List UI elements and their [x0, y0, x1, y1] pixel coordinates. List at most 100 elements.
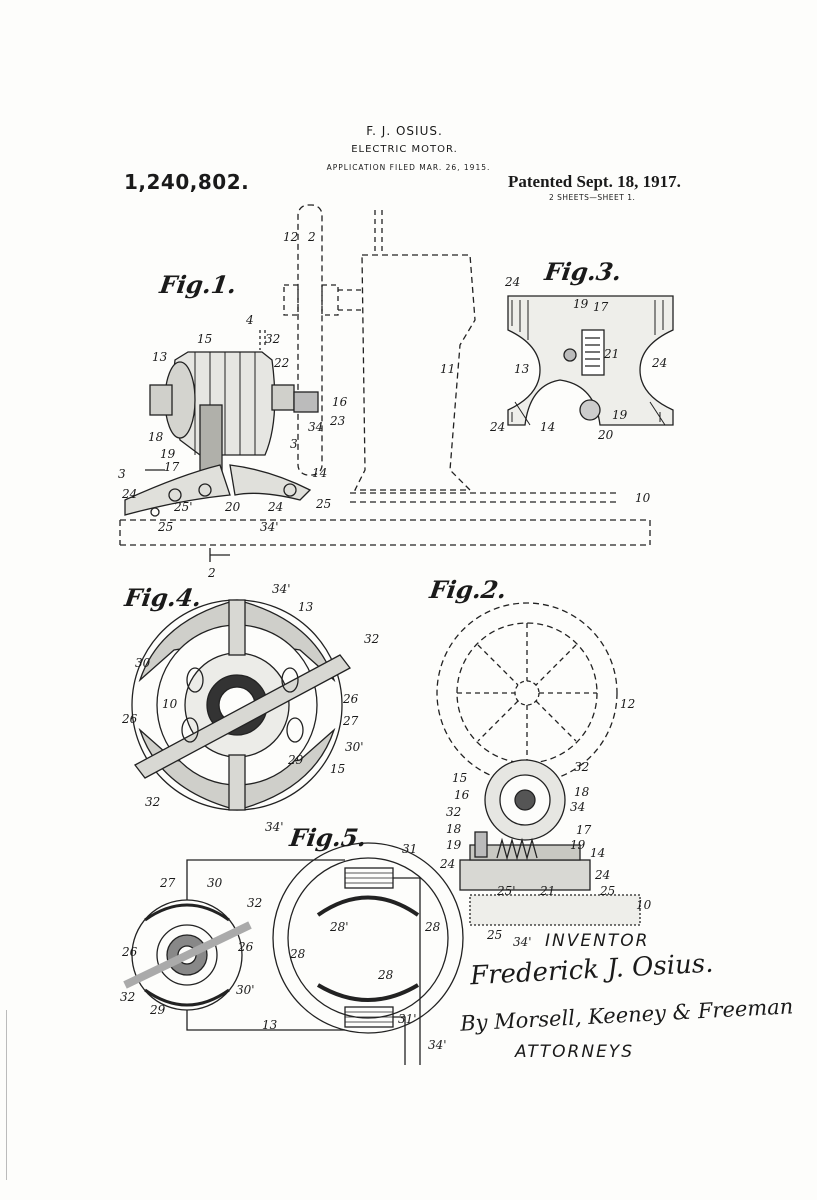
- ref-numeral: 17: [576, 823, 592, 837]
- ref-numeral: 16: [454, 788, 470, 802]
- ref-numeral: 3: [118, 467, 126, 481]
- ref-numeral: 19: [573, 297, 589, 311]
- ref-numeral: 22: [274, 356, 290, 370]
- ref-numeral: 24: [268, 500, 284, 514]
- ref-numeral: 25: [158, 520, 174, 534]
- ref-numeral: 10: [636, 898, 652, 912]
- ref-numeral: 30': [236, 983, 255, 997]
- ref-numeral: 3: [290, 437, 298, 451]
- ref-numeral: 34: [570, 800, 586, 814]
- fig5-label: Fig.5.: [287, 823, 369, 852]
- ref-numeral: 12: [620, 697, 636, 711]
- ref-numeral: 18: [148, 430, 164, 444]
- ref-numeral: 26: [122, 945, 138, 959]
- ref-numeral: 28: [290, 947, 306, 961]
- ref-numeral: 14: [540, 420, 556, 434]
- ref-numeral: 25': [497, 884, 516, 898]
- ref-numeral: 20: [598, 428, 614, 442]
- ref-numeral: 23: [330, 414, 346, 428]
- patent-number: 1,240,802.: [124, 170, 250, 194]
- ref-numeral: 28': [330, 920, 349, 934]
- attorneys-label: ATTORNEYS: [515, 1042, 634, 1062]
- ref-numeral: 34: [308, 420, 324, 434]
- ref-numeral: 30: [207, 876, 223, 890]
- patented-date: Patented Sept. 18, 1917.: [508, 172, 681, 191]
- ref-numeral: 34': [513, 935, 532, 949]
- ref-numeral: 31': [398, 1012, 417, 1026]
- fig3-label: Fig.3.: [542, 257, 624, 286]
- ref-numeral: 32: [145, 795, 161, 809]
- ref-numeral: 30: [135, 656, 151, 670]
- patent-title: ELECTRIC MOTOR.: [351, 144, 458, 155]
- ref-numeral: 19: [446, 838, 462, 852]
- fig4-drawing: [131, 599, 351, 811]
- fig4-label: Fig.4.: [122, 583, 204, 612]
- ref-numeral: 32: [574, 760, 590, 774]
- ref-numeral: 15: [197, 332, 213, 346]
- ref-numeral: 13: [514, 362, 530, 376]
- ref-numeral: 16: [332, 395, 348, 409]
- ref-numeral: 11: [440, 362, 456, 376]
- ref-numeral: 31: [402, 842, 418, 856]
- ref-numeral: 25: [600, 884, 616, 898]
- ref-numeral: 28: [378, 968, 394, 982]
- ref-numeral: 29: [150, 1003, 166, 1017]
- application-date: APPLICATION FILED MAR. 26, 1915.: [326, 163, 491, 172]
- ref-numeral: 24: [652, 356, 668, 370]
- ref-numeral: 32: [446, 805, 462, 819]
- ref-numeral: 34': [260, 520, 279, 534]
- ref-numeral: 27: [343, 714, 359, 728]
- ref-numeral: 15: [452, 771, 468, 785]
- ref-numeral: 34': [265, 820, 284, 834]
- inventor-name: F. J. OSIUS.: [366, 124, 443, 138]
- ref-numeral: 28: [425, 920, 441, 934]
- fig1-drawing: [119, 204, 651, 562]
- ref-numeral: 10: [635, 491, 651, 505]
- ref-numeral: 27: [160, 876, 176, 890]
- fig3-drawing: [507, 295, 674, 426]
- ref-numeral: 19: [570, 838, 586, 852]
- ref-numeral: 13: [152, 350, 168, 364]
- ref-numeral: 13: [298, 600, 314, 614]
- ref-numeral: 26: [238, 940, 254, 954]
- ref-numeral: 20: [225, 500, 241, 514]
- ref-numeral: 2: [208, 566, 216, 580]
- sheet-count: 2 SHEETS—SHEET 1.: [549, 193, 636, 202]
- ref-numeral: 13: [262, 1018, 278, 1032]
- ref-numeral: 24: [490, 420, 506, 434]
- ref-numeral: 32: [364, 632, 380, 646]
- ref-numeral: 30': [345, 740, 364, 754]
- ref-numeral: 25: [487, 928, 503, 942]
- ref-numeral: 24: [595, 868, 611, 882]
- ref-numeral: 21: [540, 884, 556, 898]
- ref-numeral: 34': [428, 1038, 447, 1052]
- ref-numeral: 32: [247, 896, 263, 910]
- ref-numeral: 2: [308, 230, 316, 244]
- ref-numeral: 12: [283, 230, 299, 244]
- ref-numeral: 29: [288, 753, 304, 767]
- ref-numeral: 15: [330, 762, 346, 776]
- ref-numeral: 24: [122, 487, 138, 501]
- inventor-label: INVENTOR: [545, 931, 650, 951]
- ref-numeral: 18: [574, 785, 590, 799]
- ref-numeral: 25: [316, 497, 332, 511]
- ref-numeral: 14: [312, 466, 328, 480]
- ref-numeral: 18: [446, 822, 462, 836]
- fig2-label: Fig.2.: [427, 575, 509, 604]
- ref-numeral: 24: [440, 857, 456, 871]
- fig2-drawing: [436, 602, 641, 926]
- fig5-drawing: [123, 842, 464, 1065]
- ref-numeral: 17: [593, 300, 609, 314]
- ref-numeral: 4: [246, 313, 254, 327]
- scan-edge-line: [6, 1010, 7, 1180]
- fig1-label: Fig.1.: [157, 270, 239, 299]
- ref-numeral: 26: [343, 692, 359, 706]
- ref-numeral: 25': [174, 500, 193, 514]
- ref-numeral: 19: [160, 447, 176, 461]
- ref-numeral: 26: [122, 712, 138, 726]
- ref-numeral: 21: [604, 347, 620, 361]
- ref-numeral: 10: [162, 697, 178, 711]
- ref-numeral: 32: [120, 990, 136, 1004]
- ref-numeral: 24: [505, 275, 521, 289]
